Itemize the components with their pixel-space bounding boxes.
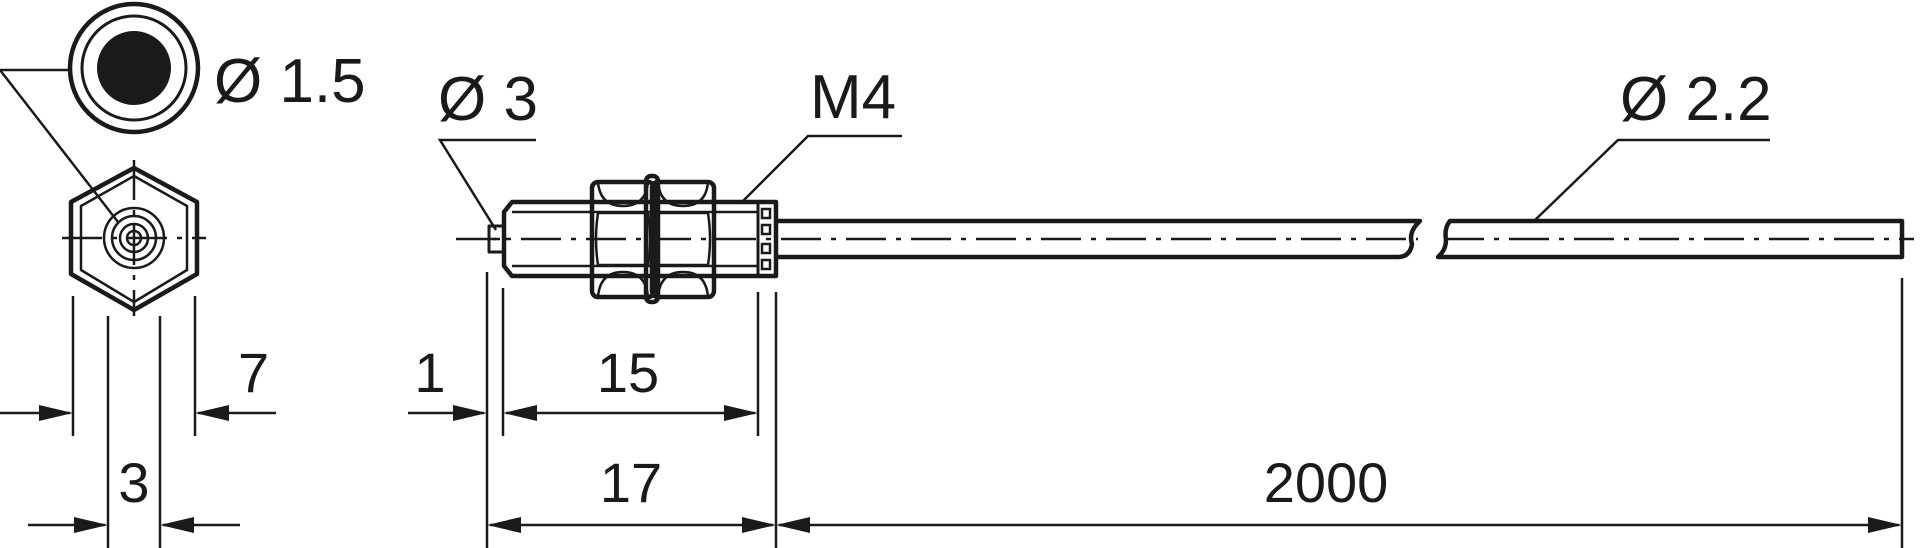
dim-2000-arrow-left bbox=[776, 517, 810, 533]
collar-mark-3 bbox=[760, 242, 772, 255]
cable-segment-1 bbox=[773, 218, 1423, 260]
cable-segment-2 bbox=[1435, 218, 1905, 260]
dim-3-right-arrow bbox=[160, 517, 194, 533]
dim-15-arrow-right bbox=[724, 405, 758, 421]
fiber-core-diameter-label: Ø 1.5 bbox=[214, 47, 366, 116]
cable-diameter-label: Ø 2.2 bbox=[1620, 65, 1772, 134]
dim-17-arrow-right bbox=[742, 517, 776, 533]
collar-mark-1 bbox=[760, 207, 772, 220]
dim-3-label: 3 bbox=[118, 451, 149, 514]
threaded-body bbox=[501, 199, 779, 279]
sleeve-diameter-label: Ø 3 bbox=[438, 65, 538, 134]
collar-mark-4 bbox=[760, 258, 772, 271]
dim-17-arrow-left bbox=[487, 517, 521, 533]
dim-3-left-arrow bbox=[74, 517, 108, 533]
dim-1-label: 1 bbox=[414, 341, 445, 404]
dim-7-right-arrow bbox=[195, 405, 229, 421]
end-view: 7 3 Ø 1.5 bbox=[0, 1, 366, 548]
dim-7-label: 7 bbox=[238, 341, 269, 404]
side-view: Ø 3 M4 Ø 2.2 1 15 17 2000 bbox=[408, 63, 1914, 548]
collar-mark-2 bbox=[760, 223, 772, 236]
nut-2-facet-top bbox=[656, 181, 710, 208]
sleeve-leader bbox=[437, 138, 536, 231]
dim-1-arrow-right bbox=[453, 405, 487, 421]
dim-17-label: 17 bbox=[600, 451, 662, 514]
detail-circle bbox=[67, 1, 201, 135]
dim-15-arrow-left bbox=[503, 405, 537, 421]
cable-leader bbox=[1533, 138, 1770, 222]
detail-inner-circle bbox=[80, 14, 188, 122]
dim-2000-label: 2000 bbox=[1264, 451, 1389, 514]
nut-2-facet-bottom bbox=[656, 270, 710, 298]
detail-leader-line bbox=[0, 68, 119, 223]
fiber-core bbox=[97, 31, 171, 105]
dim-15-label: 15 bbox=[597, 341, 659, 404]
dim-7-left-arrow bbox=[39, 405, 73, 421]
dim-2000-arrow-right bbox=[1868, 517, 1902, 533]
thread-leader bbox=[741, 134, 902, 203]
thread-label: M4 bbox=[810, 63, 896, 132]
